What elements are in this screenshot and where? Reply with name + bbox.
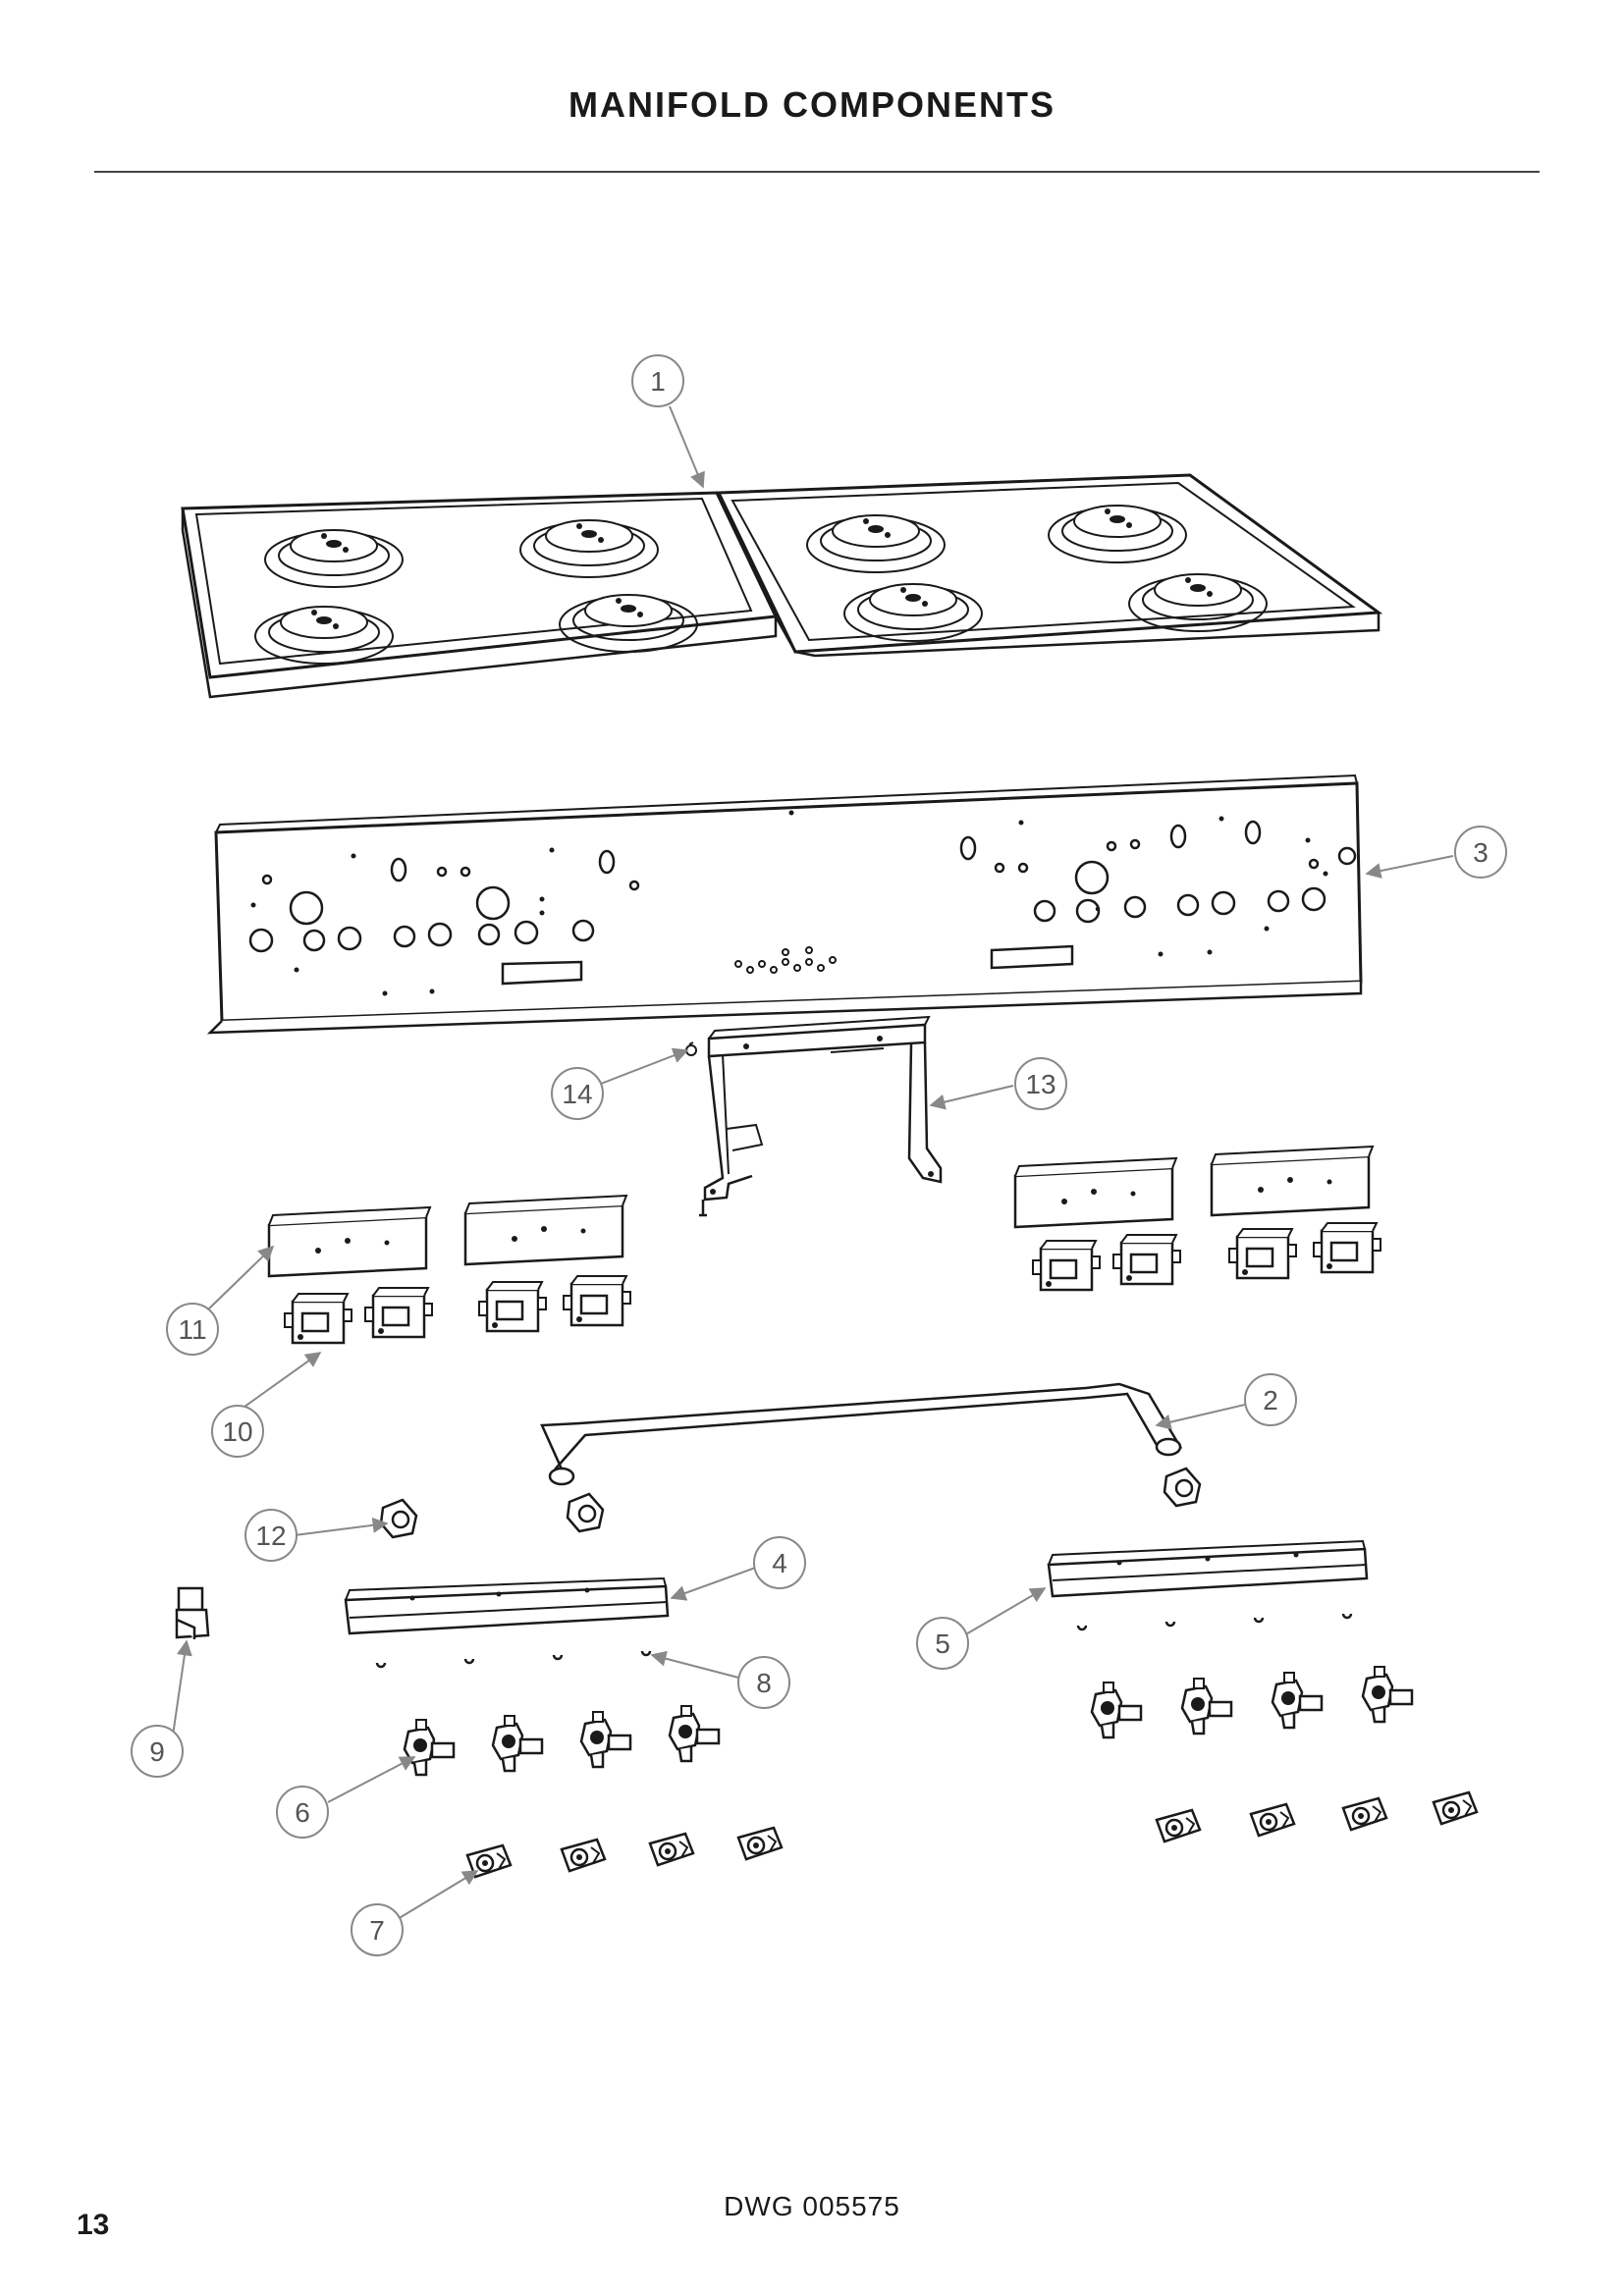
part-rail-screw: [375, 1613, 1353, 1669]
callout-2-label: 2: [1263, 1385, 1278, 1415]
part-center-support-bracket: [699, 1015, 943, 1217]
callout-leaders: [172, 405, 1454, 1923]
callout-8-label: 8: [756, 1668, 772, 1698]
part-bracket-screw: [685, 1041, 697, 1056]
callout-1-label: 1: [650, 366, 666, 397]
callout-11: 11: [166, 1303, 219, 1356]
callout-14: 14: [551, 1067, 604, 1120]
page-number: 13: [77, 2209, 110, 2241]
callout-3-label: 3: [1473, 837, 1489, 868]
part-control-panel-bracket: [206, 774, 1363, 1035]
part-switch-bracket: [267, 1145, 1375, 1278]
callout-14-label: 14: [562, 1079, 592, 1109]
title-divider: [94, 171, 1540, 173]
callout-8: 8: [737, 1656, 790, 1709]
callout-7: 7: [351, 1903, 404, 1956]
callout-13-label: 13: [1025, 1069, 1056, 1099]
callout-5-label: 5: [935, 1629, 950, 1659]
page-title: MANIFOLD COMPONENTS: [568, 84, 1056, 125]
callout-1: 1: [631, 354, 684, 407]
part-gas-valve: [403, 1665, 1414, 1777]
callout-12: 12: [244, 1509, 298, 1562]
callout-6-label: 6: [295, 1797, 310, 1828]
callout-9-label: 9: [149, 1736, 165, 1767]
callout-6: 6: [276, 1786, 329, 1839]
callout-9: 9: [131, 1725, 184, 1778]
callout-12-label: 12: [255, 1521, 286, 1551]
callout-10: 10: [211, 1405, 264, 1458]
part-valve-clip: [465, 1790, 1479, 1879]
callout-2: 2: [1244, 1373, 1297, 1426]
part-right-manifold-rail: [1047, 1539, 1369, 1598]
part-pipe-fitting-nut: [379, 1498, 418, 1539]
callout-11-label: 11: [178, 1314, 206, 1345]
part-inlet-elbow: [175, 1586, 210, 1639]
part-gas-manifold-pipe: [540, 1382, 1202, 1533]
callout-7-label: 7: [369, 1915, 385, 1946]
callout-10-label: 10: [222, 1416, 252, 1447]
callout-13: 13: [1014, 1057, 1067, 1110]
part-ignition-switch: [283, 1221, 1382, 1345]
part-left-manifold-rail: [344, 1576, 670, 1635]
callout-3: 3: [1454, 826, 1507, 879]
callout-4: 4: [753, 1536, 806, 1589]
part-burner-tray: [181, 473, 1383, 699]
callout-5: 5: [916, 1617, 969, 1670]
callout-4-label: 4: [772, 1548, 787, 1578]
drawing-number: DWG 005575: [724, 2191, 900, 2221]
